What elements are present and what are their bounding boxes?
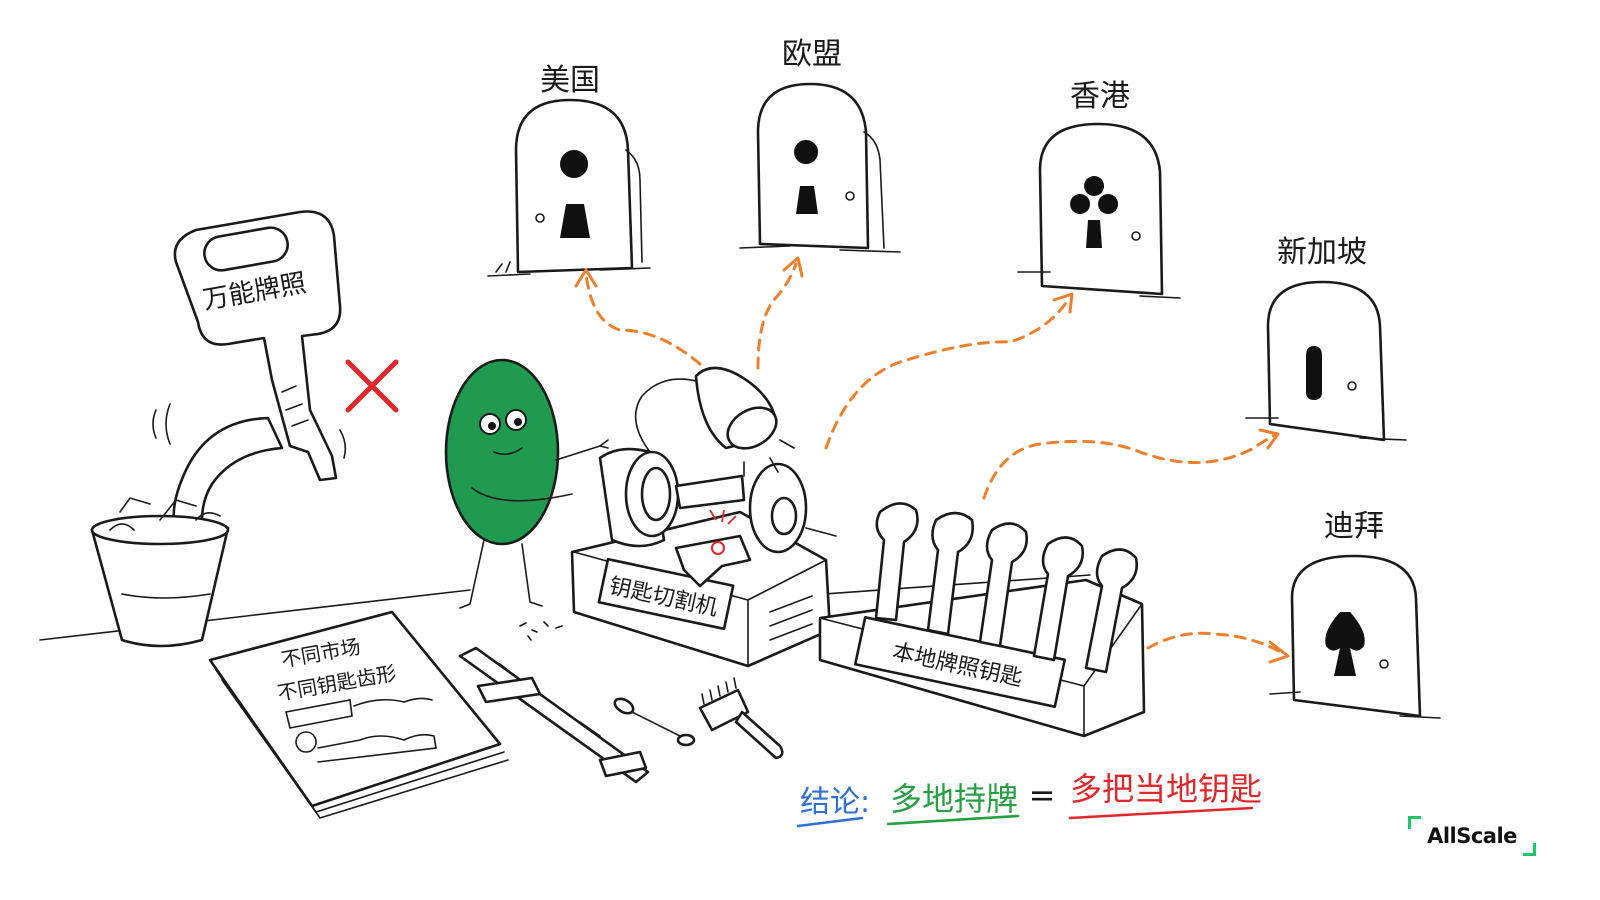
conclusion-left: 多地持牌: [890, 780, 1018, 818]
keyhole-dubai: [1325, 612, 1365, 676]
key-bucket: [90, 497, 230, 648]
master-key: 万能牌照: [173, 210, 342, 482]
logo-text: AllScale: [1427, 824, 1517, 848]
door-dubai: 迪拜: [1269, 509, 1441, 719]
character-body: [444, 358, 560, 546]
keyhole-hk: [1070, 176, 1119, 248]
market-label-singapore: 新加坡: [1277, 235, 1367, 270]
metal-shavings: [519, 621, 563, 641]
logo-bracket-bottom-right: [1523, 843, 1536, 856]
market-label-hk: 香港: [1070, 79, 1130, 114]
conclusion-right: 多把当地钥匙: [1070, 770, 1262, 808]
brush-tool: [698, 677, 784, 760]
arrows: [574, 256, 1290, 664]
local-key: [926, 511, 974, 636]
local-key: [1084, 548, 1138, 674]
cross-mark: [345, 359, 399, 413]
allscale-logo: AllScale: [1408, 816, 1536, 856]
conclusion: 结论: 多地持牌 = 多把当地钥匙: [796, 770, 1262, 828]
market-label-dubai: 迪拜: [1324, 509, 1384, 544]
door-hk: 香港: [1017, 79, 1181, 299]
logo-bracket-top-left: [1408, 816, 1421, 829]
local-key: [1032, 536, 1084, 662]
local-key: [978, 522, 1028, 648]
door-singapore: 新加坡: [1245, 235, 1407, 442]
arrow-to-usa: [584, 272, 702, 366]
key-rack: 本地牌照钥匙: [818, 502, 1146, 738]
arrow-to-hk: [824, 298, 1070, 450]
market-label-usa: 美国: [540, 63, 600, 98]
keyhole-usa: [560, 150, 590, 238]
arrow-to-eu: [756, 262, 798, 370]
local-key: [874, 502, 919, 622]
conclusion-prefix: 结论:: [800, 785, 870, 820]
key-cutting-machine: 钥匙切割机: [570, 366, 837, 668]
conclusion-equals: =: [1029, 776, 1056, 814]
door-usa: 美国: [487, 63, 651, 277]
arrow-to-singapore: [982, 432, 1278, 500]
caliper-tool: [458, 646, 650, 784]
door-eu: 欧盟: [739, 37, 901, 253]
local-keys: [874, 502, 1138, 674]
keyhole-eu: [794, 140, 819, 214]
keyhole-singapore: [1306, 346, 1322, 400]
screwdriver-tool: [613, 697, 696, 747]
market-label-eu: 欧盟: [782, 37, 842, 72]
green-character: [444, 358, 609, 609]
arrow-to-dubai: [1146, 631, 1286, 656]
manual-booklet: 不同市场 不同钥匙齿形: [208, 610, 509, 819]
